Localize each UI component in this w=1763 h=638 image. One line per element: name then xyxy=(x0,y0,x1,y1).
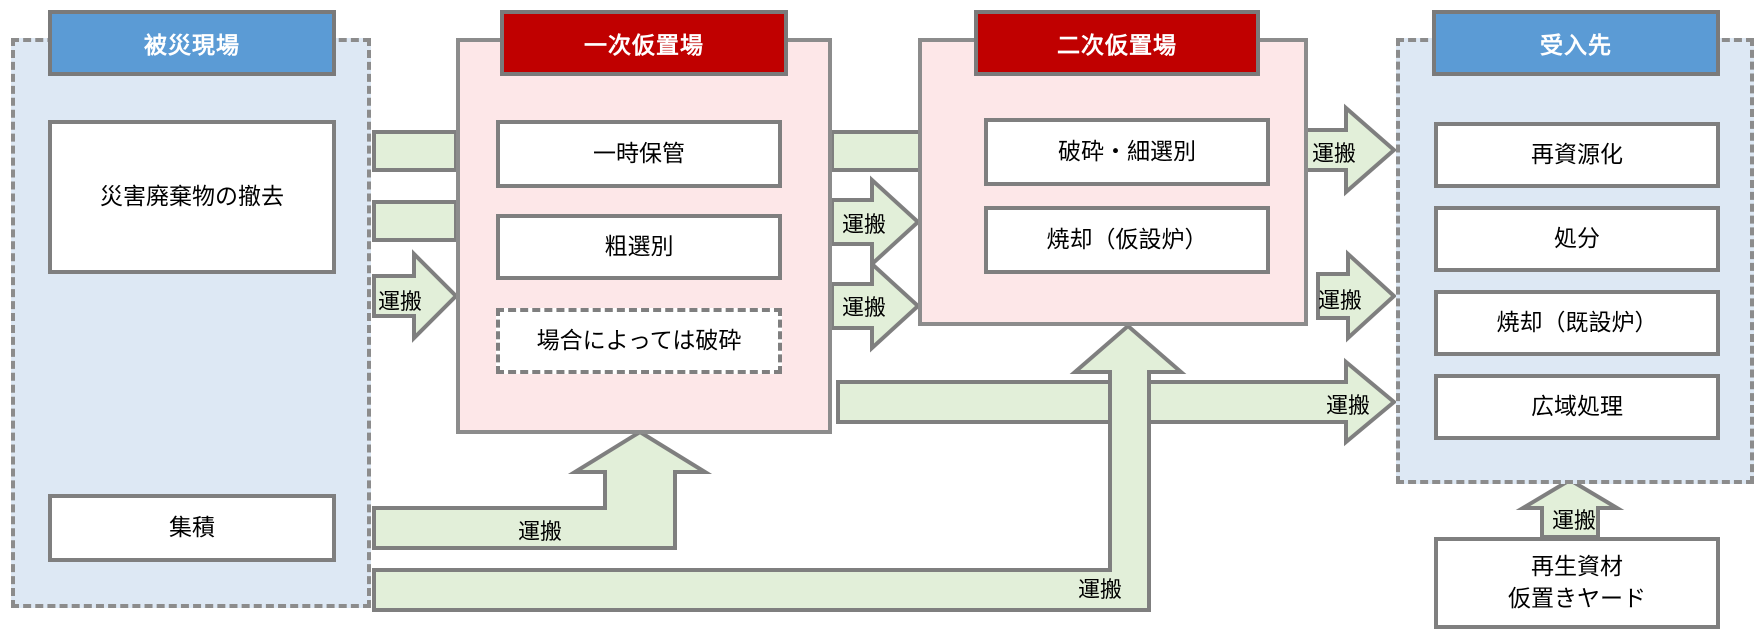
crushing-fine-sorting-box: 破砕・細選別 xyxy=(984,118,1270,186)
transport-label-site-to-primary: 運搬 xyxy=(378,290,423,315)
secondary-storage-header: 二次仮置場 xyxy=(974,10,1260,76)
arrow-secondary-to-destination-2 xyxy=(1316,249,1397,343)
arrow-collection-to-secondary xyxy=(372,323,1187,612)
transport-label-secondary-to-destination-2: 運搬 xyxy=(1318,289,1363,314)
transport-label-secondary-to-destination-1: 運搬 xyxy=(1312,142,1357,167)
disaster-site-header: 被災現場 xyxy=(48,10,336,76)
arrow-site-to-primary xyxy=(372,249,459,343)
primary-storage-header: 一次仮置場 xyxy=(500,10,788,76)
wide-area-processing-box: 広域処理 xyxy=(1434,374,1720,440)
bar-primary-to-secondary xyxy=(830,130,922,172)
bar-site-to-primary-2 xyxy=(372,200,458,242)
rough-sorting-box: 粗選別 xyxy=(496,214,782,280)
temporary-storage-box: 一時保管 xyxy=(496,120,782,188)
existing-incinerator-box: 焼却（既設炉） xyxy=(1434,290,1720,356)
arrow-primary-to-secondary-2 xyxy=(830,259,921,353)
arrow-primary-to-secondary-1 xyxy=(830,175,921,269)
recycled-material-line1: 再生資材 xyxy=(1531,553,1623,580)
transport-label-primary-to-destination: 運搬 xyxy=(1326,394,1371,419)
optional-crushing-box: 場合によっては破砕 xyxy=(496,308,782,374)
collection-box: 集積 xyxy=(48,494,336,562)
disposal-box: 処分 xyxy=(1434,206,1720,272)
transport-label-primary-to-secondary-2: 運搬 xyxy=(842,296,887,321)
recycled-material-line2: 仮置きヤード xyxy=(1508,586,1646,612)
transport-label-collection-to-primary: 運搬 xyxy=(518,520,563,545)
recycled-material-yard-box: 再生資材 仮置きヤード xyxy=(1434,537,1720,629)
transport-label-primary-to-secondary-1: 運搬 xyxy=(842,213,887,238)
arrow-recycled-to-destination xyxy=(1515,477,1625,539)
destination-header: 受入先 xyxy=(1432,10,1720,76)
arrow-collection-to-primary xyxy=(372,429,713,550)
arrow-secondary-to-destination-1 xyxy=(1304,103,1398,197)
bar-site-to-primary-1 xyxy=(372,130,458,172)
recycled-material-yard-label: 再生資材 仮置きヤード xyxy=(1508,551,1646,615)
recycling-box: 再資源化 xyxy=(1434,122,1720,188)
transport-label-collection-to-secondary: 運搬 xyxy=(1078,578,1123,603)
transport-label-recycled-to-destination: 運搬 xyxy=(1552,509,1597,534)
waste-removal-box: 災害廃棄物の撤去 xyxy=(48,120,336,274)
temporary-incinerator-box: 焼却（仮設炉） xyxy=(984,206,1270,274)
